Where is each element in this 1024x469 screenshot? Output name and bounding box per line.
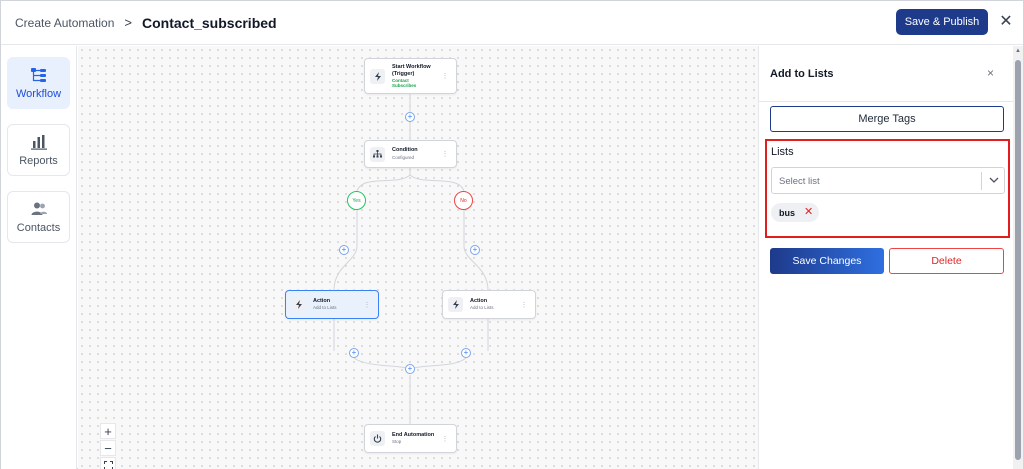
node-subtitle: Stop [392,439,402,445]
panel-scrollbar[interactable]: ▲ [1013,46,1023,469]
action-settings-panel: Add to Lists × Merge Tags Lists Select l… [758,46,1013,469]
nav-label-workflow: Workflow [15,87,62,100]
add-step-button[interactable]: + [349,348,359,358]
node-title: Start Workflow (Trigger) [392,64,431,77]
node-subtitle: Add to Lists [313,305,337,311]
node-menu-icon[interactable]: ⋮ [442,73,448,80]
workflow-canvas[interactable]: Start Workflow (Trigger) Contact Subscri… [78,46,758,469]
panel-header: Add to Lists [759,46,1013,102]
node-action-left[interactable]: Action Add to Lists ⋮ [285,290,379,319]
nav-item-reports[interactable]: Reports [7,124,70,176]
add-step-button[interactable]: + [405,112,415,122]
node-menu-icon[interactable]: ⋮ [442,151,448,158]
save-and-publish-button[interactable]: Save & Publish [896,9,988,35]
node-menu-icon[interactable]: ⋮ [521,302,527,308]
chevron-down-icon[interactable] [988,173,1000,187]
zoom-in-button[interactable]: + [100,423,116,439]
merge-tags-button[interactable]: Merge Tags [770,106,1004,132]
tag-label: bus [779,207,796,218]
node-end-automation[interactable]: End Automation Stop ⋮ [364,424,457,453]
breadcrumb-separator: > [124,15,132,30]
panel-close-icon[interactable]: × [987,66,995,80]
list-select-dropdown[interactable]: Select list [771,167,1005,194]
nav-label-contacts: Contacts [16,221,61,234]
branch-no[interactable]: No [454,191,473,210]
node-start-workflow[interactable]: Start Workflow (Trigger) Contact Subscri… [364,58,457,94]
breadcrumb-create-automation[interactable]: Create Automation [15,15,115,30]
zoom-out-button[interactable]: − [100,440,116,456]
left-sidebar: Workflow Reports Contacts [1,46,77,469]
add-step-button[interactable]: + [470,245,480,255]
top-header: Create Automation > Contact_subscribed S… [1,1,1023,45]
close-icon[interactable]: ✕ [999,13,1013,30]
lists-section: Lists Select list bus ✕ [765,139,1010,238]
users-icon [31,202,47,215]
power-icon [370,431,385,446]
select-placeholder: Select list [779,176,820,187]
bolt-icon [370,68,385,84]
connector-lines [333,94,489,424]
node-subtitle: Contact Subscribes [392,78,417,88]
node-condition[interactable]: Condition Configured ⋮ [364,140,457,168]
add-step-button[interactable]: + [405,364,415,374]
scroll-up-icon[interactable]: ▲ [1015,48,1021,54]
bolt-icon [448,297,463,312]
bolt-icon [291,297,306,312]
bar-chart-icon [30,134,47,150]
node-title: Action [313,297,331,304]
delete-button[interactable]: Delete [889,248,1004,274]
remove-tag-icon[interactable]: ✕ [804,206,814,218]
node-title: Action [470,297,488,304]
node-subtitle: Configured [392,154,415,160]
nav-label-reports: Reports [19,154,58,167]
scroll-thumb[interactable] [1015,60,1021,460]
page-title: Contact_subscribed [142,14,277,31]
node-action-right[interactable]: Action Add to Lists ⋮ [442,290,536,319]
add-step-button[interactable]: + [461,348,471,358]
node-menu-icon[interactable]: ⋮ [442,436,448,442]
nav-item-contacts[interactable]: Contacts [7,191,70,243]
branch-yes[interactable]: Yes [347,191,366,210]
nav-item-workflow[interactable]: Workflow [7,57,70,109]
lists-label: Lists [771,146,794,158]
fit-view-button[interactable] [100,457,116,469]
selected-list-tag: bus ✕ [771,203,819,222]
node-title: End Automation [392,431,435,438]
hierarchy-icon [370,146,385,162]
workflow-icon [30,67,46,82]
node-title: Condition [392,147,418,154]
fit-view-icon [103,460,113,469]
node-menu-icon[interactable]: ⋮ [364,302,370,308]
node-subtitle: Add to Lists [470,305,494,311]
save-changes-button[interactable]: Save Changes [770,248,884,274]
add-step-button[interactable]: + [339,245,349,255]
panel-title: Add to Lists [770,67,834,80]
select-divider [981,172,982,190]
